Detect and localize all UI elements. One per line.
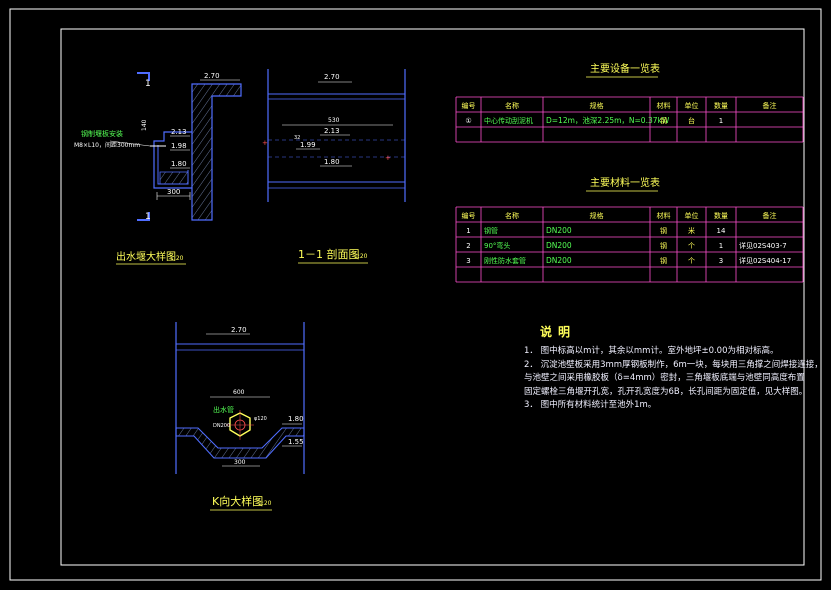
mat-cell-1-3: 钢 — [660, 241, 667, 250]
eq-cell-0-0: ① — [465, 117, 471, 125]
sec-dim-width: 530 — [328, 117, 340, 124]
weir-dim-top: 2.70 — [204, 72, 220, 80]
mat-cell-2-4: 个 — [688, 257, 695, 265]
inner-frame — [60, 28, 805, 566]
equipment-table: 主要设备一览表 编号 名称 规格 材料 单位 数量 备注 ① 中心传动刮泥机 D=12m，池深2.… — [455, 62, 804, 143]
outer-frame — [9, 8, 822, 581]
mat-cell-1-2: DN200 — [546, 241, 572, 250]
sec-dim-top: 2.70 — [324, 73, 340, 81]
eq-cell-0-1: 中心传动刮泥机 — [484, 116, 533, 125]
eq-cell-0-2: D=12m，池深2.25m，N=0.37kW — [546, 115, 670, 125]
k-title: K向大样图 — [212, 494, 263, 508]
sec-title: 1－1 剖面图 — [298, 247, 360, 261]
weir-dim-width: 300 — [167, 188, 180, 196]
eq-header-0: 编号 — [462, 101, 476, 110]
note-line-2: 2． 沉淀池壁板采用3mm厚钢板制作，6m一块，每块用三角撑之间焊接连接， — [524, 359, 823, 370]
eq-header-3: 材料 — [657, 101, 671, 110]
mat-cell-0-0: 1 — [466, 227, 470, 235]
note-line-5: 3． 图中所有材料统计至池外1m。 — [524, 400, 657, 410]
eq-header-2: 规格 — [590, 101, 604, 110]
sec-dim-small: 32 — [294, 135, 300, 141]
mat-header-5: 数量 — [714, 211, 728, 220]
mat-cell-0-3: 钢 — [660, 226, 667, 235]
mat-cell-2-0: 3 — [466, 257, 470, 265]
k-dim-right2: 1.55 — [288, 438, 304, 446]
svg-text:+: + — [385, 154, 391, 162]
mat-header-1: 名称 — [505, 211, 519, 220]
mat-cell-0-4: 米 — [688, 226, 695, 235]
k-pipe-label: 出水管 — [213, 405, 234, 414]
mat-header-4: 单位 — [685, 211, 699, 220]
section-1-1: + + 2.70 530 2.13 32 1.99 1.80 1－1 剖面图 1… — [262, 69, 406, 264]
mat-cell-1-6: 详见02S403-7 — [739, 241, 787, 250]
mat-header-0: 编号 — [462, 211, 476, 220]
weir-note-2: M8×L10，间距300mm — [74, 141, 140, 149]
mat-cell-2-2: DN200 — [546, 256, 572, 265]
mat-cell-2-5: 3 — [719, 257, 723, 265]
sec-scale: 1:20 — [354, 253, 368, 260]
k-pipe-dia: φ120 — [254, 416, 267, 422]
notes-title: 说明 — [540, 325, 577, 339]
k-dim-width: 600 — [233, 389, 245, 396]
weir-dim-mid2: 1.98 — [171, 142, 187, 150]
section-mark-bottom: 1 — [145, 212, 151, 222]
mat-cell-1-0: 2 — [466, 242, 470, 250]
equipment-table-title: 主要设备一览表 — [590, 62, 660, 75]
mat-cell-2-1: 刚性防水套管 — [484, 256, 526, 265]
material-table-title: 主要材料一览表 — [590, 176, 660, 189]
weir-note-1: 钢制堰板安装 — [81, 129, 123, 138]
material-table: 主要材料一览表 编号 名称 规格 材料 单位 数量 备注 1 钢管 DN200 钢 米 14 2 90°弯头… — [455, 176, 804, 283]
weir-dim-side: 140 — [141, 119, 148, 131]
mat-cell-0-2: DN200 — [546, 226, 572, 235]
k-pipe-size: DN200 — [213, 423, 230, 429]
mat-cell-0-1: 钢管 — [484, 226, 498, 235]
svg-text:+: + — [262, 139, 268, 147]
mat-cell-2-3: 钢 — [660, 256, 667, 265]
eq-header-1: 名称 — [505, 101, 519, 110]
mat-header-2: 规格 — [590, 211, 604, 220]
sec-dim-level: 1.99 — [300, 141, 316, 149]
mat-cell-1-1: 90°弯头 — [484, 241, 510, 250]
sec-dim-low: 1.80 — [324, 158, 340, 166]
eq-cell-0-4: 台 — [688, 116, 695, 125]
section-mark-top: 1 — [145, 79, 151, 89]
mat-cell-1-4: 个 — [688, 242, 695, 250]
k-dim-top: 2.70 — [231, 326, 247, 334]
eq-header-6: 备注 — [763, 101, 777, 110]
weir-scale: 1:20 — [170, 255, 184, 262]
eq-header-5: 数量 — [714, 101, 728, 110]
note-line-3: 与池壁之间采用橡胶板（δ=4mm）密封，三角堰板底端与池壁同高度布置 — [524, 373, 805, 383]
k-scale: 1:20 — [258, 500, 272, 507]
mat-cell-2-6: 详见02S404-17 — [739, 256, 791, 265]
k-dim-right1: 1.80 — [288, 415, 304, 423]
eq-cell-0-5: 1 — [719, 117, 723, 125]
mat-cell-1-5: 1 — [719, 242, 723, 250]
outlet-weir-detail: 1 1 2.70 2.13 1.98 1.80 300 140 钢制堰板安装 M… — [74, 72, 242, 265]
weir-title: 出水堰大样图 — [116, 250, 176, 263]
eq-cell-0-3: 钢 — [660, 116, 667, 125]
mat-header-3: 材料 — [657, 211, 671, 220]
weir-dim-mid: 2.13 — [171, 128, 187, 136]
k-dim-bottom: 300 — [234, 459, 246, 466]
mat-cell-0-5: 14 — [717, 227, 726, 235]
eq-header-4: 单位 — [685, 101, 699, 110]
sec-dim-mid: 2.13 — [324, 127, 340, 135]
mat-header-6: 备注 — [763, 211, 777, 220]
weir-dim-low: 1.80 — [171, 160, 187, 168]
note-line-1: 1． 图中标高以m计，其余以mm计。室外地坪±0.00为相对标高。 — [524, 346, 779, 356]
note-line-4: 固定螺栓三角堰开孔宽，孔开孔宽度为6B，长孔间距为固定值，见大样图。 — [524, 386, 808, 397]
k-view-detail: 2.70 600 出水管 DN200 φ120 1.80 1.55 300 K向… — [175, 322, 305, 511]
